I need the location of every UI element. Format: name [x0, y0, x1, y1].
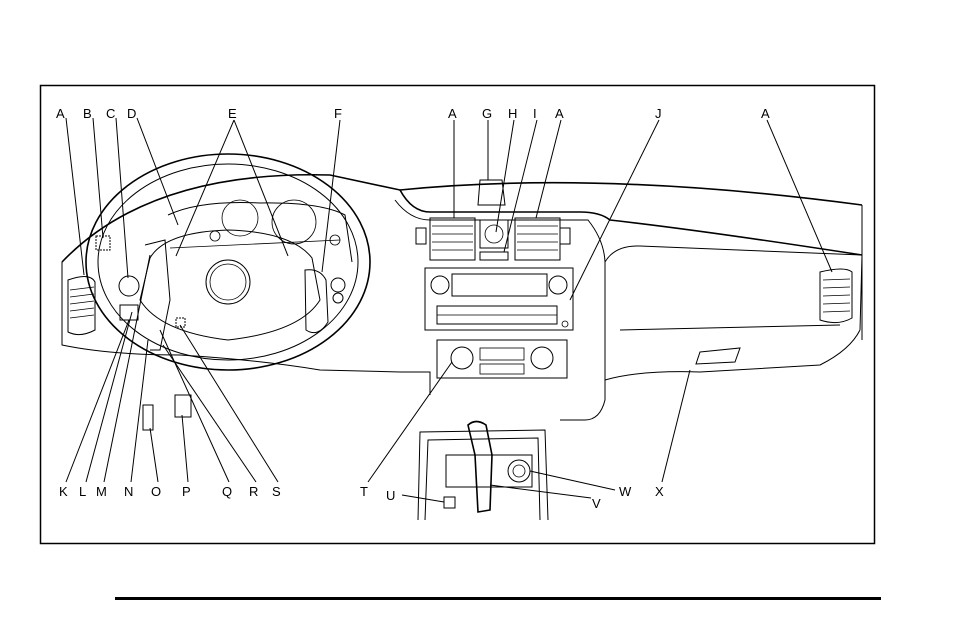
- callout-a1: A: [56, 106, 65, 121]
- callout-v: V: [592, 496, 601, 511]
- callout-m: M: [96, 484, 107, 499]
- callout-f: F: [334, 106, 342, 121]
- left-controls: [119, 240, 191, 430]
- callout-w: W: [619, 484, 632, 499]
- callout-s: S: [272, 484, 281, 499]
- callout-g: G: [482, 106, 492, 121]
- callout-h: H: [508, 106, 517, 121]
- callout-c: C: [106, 106, 115, 121]
- callout-q: Q: [222, 484, 232, 499]
- leader-lines: [66, 118, 832, 502]
- right-vent: [820, 269, 852, 323]
- left-vent: [68, 276, 95, 334]
- callout-u: U: [386, 488, 395, 503]
- callout-n: N: [124, 484, 133, 499]
- steering-wheel: [86, 154, 370, 370]
- callout-x: X: [655, 484, 664, 499]
- callout-d: D: [127, 106, 136, 121]
- callout-l: L: [79, 484, 86, 499]
- dashboard-outline: [62, 175, 862, 420]
- callout-p: P: [182, 484, 191, 499]
- glove-box-handle: [696, 348, 740, 364]
- callout-t: T: [360, 484, 368, 499]
- callout-j: J: [655, 106, 662, 121]
- callout-k: K: [59, 484, 68, 499]
- callout-e: E: [228, 106, 237, 121]
- figure-frame: [41, 86, 875, 544]
- callout-a2: A: [448, 106, 457, 121]
- page-rule: [115, 597, 881, 600]
- callout-o: O: [151, 484, 161, 499]
- callout-r: R: [249, 484, 258, 499]
- instrument-switch-b: [96, 236, 110, 250]
- callout-i: I: [533, 106, 537, 121]
- center-stack: [416, 218, 573, 378]
- right-wheel-controls: [305, 270, 345, 333]
- callout-a4: A: [761, 106, 770, 121]
- callout-b: B: [83, 106, 92, 121]
- callout-a3: A: [555, 106, 564, 121]
- center-console: [418, 422, 548, 521]
